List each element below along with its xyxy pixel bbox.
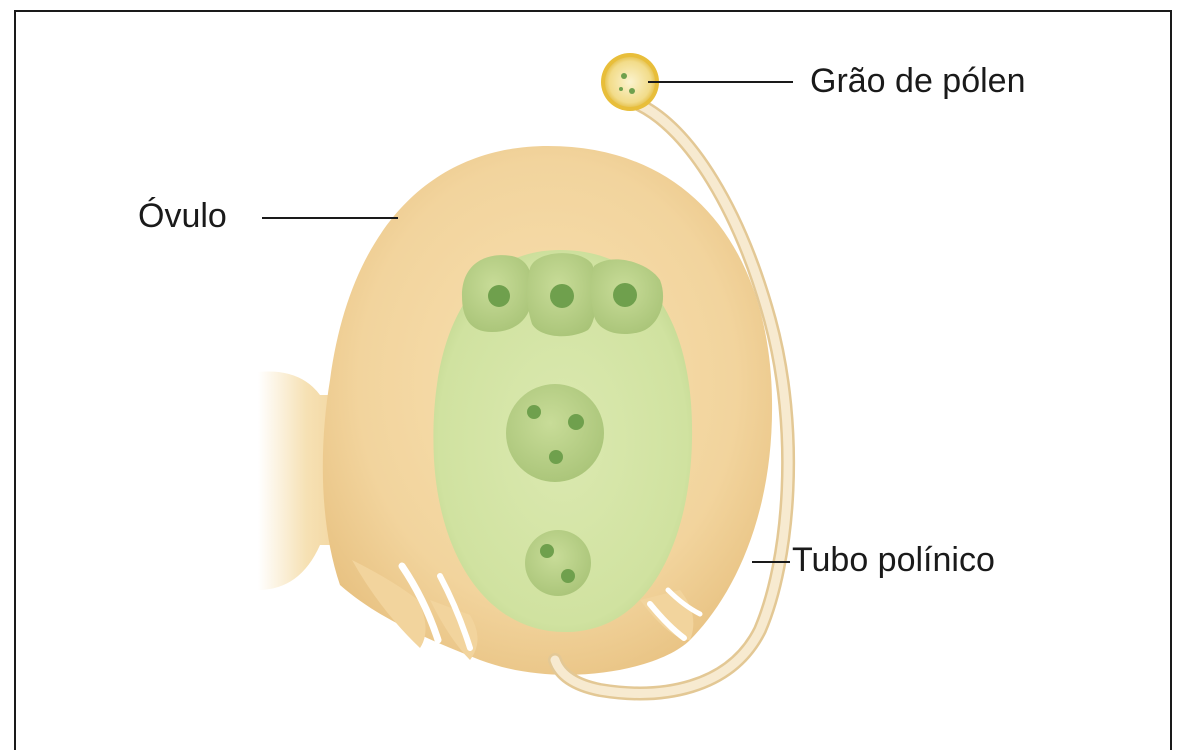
pollen-tube-label: Tubo polínico (792, 543, 995, 577)
antipodal-cells (462, 253, 663, 336)
pollen-grain-label: Grão de pólen (810, 64, 1026, 98)
egg-cell (525, 530, 591, 596)
ovule-label: Óvulo (138, 199, 227, 233)
central-cell (506, 384, 604, 482)
